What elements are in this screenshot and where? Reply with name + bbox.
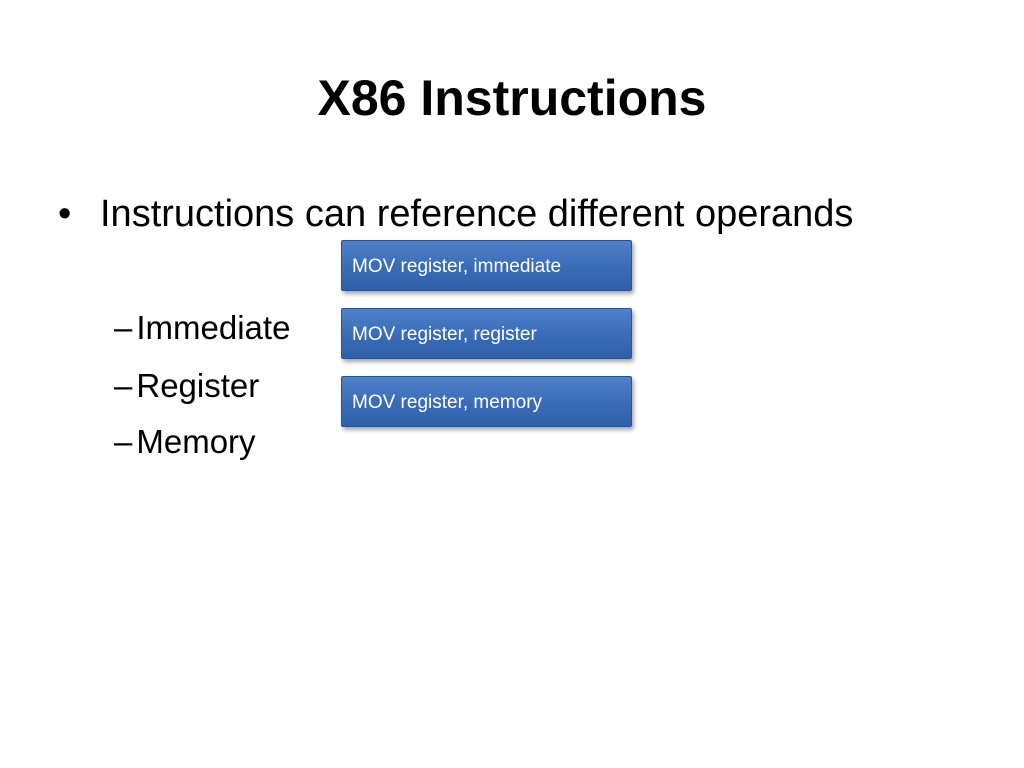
mov-register-box: MOV register, register <box>341 308 632 359</box>
slide-title: X86 Instructions <box>317 70 707 126</box>
mov-immediate-box: MOV register, immediate <box>341 240 632 291</box>
bullet-text: Instructions can reference different ope… <box>100 193 854 235</box>
sub-item-label: Immediate <box>136 309 291 346</box>
dash-marker: – <box>114 423 133 460</box>
sub-item-memory: –Memory <box>114 420 256 464</box>
sub-item-label: Register <box>136 367 260 404</box>
dash-marker: – <box>114 309 133 346</box>
bullet-item: • Instructions can reference different op… <box>58 188 853 240</box>
dash-marker: – <box>114 367 133 404</box>
bullet-marker: • <box>58 193 72 235</box>
mov-memory-box: MOV register, memory <box>341 376 632 427</box>
sub-item-immediate: –Immediate <box>114 306 290 350</box>
sub-item-label: Memory <box>136 423 256 460</box>
sub-item-register: –Register <box>114 364 259 408</box>
